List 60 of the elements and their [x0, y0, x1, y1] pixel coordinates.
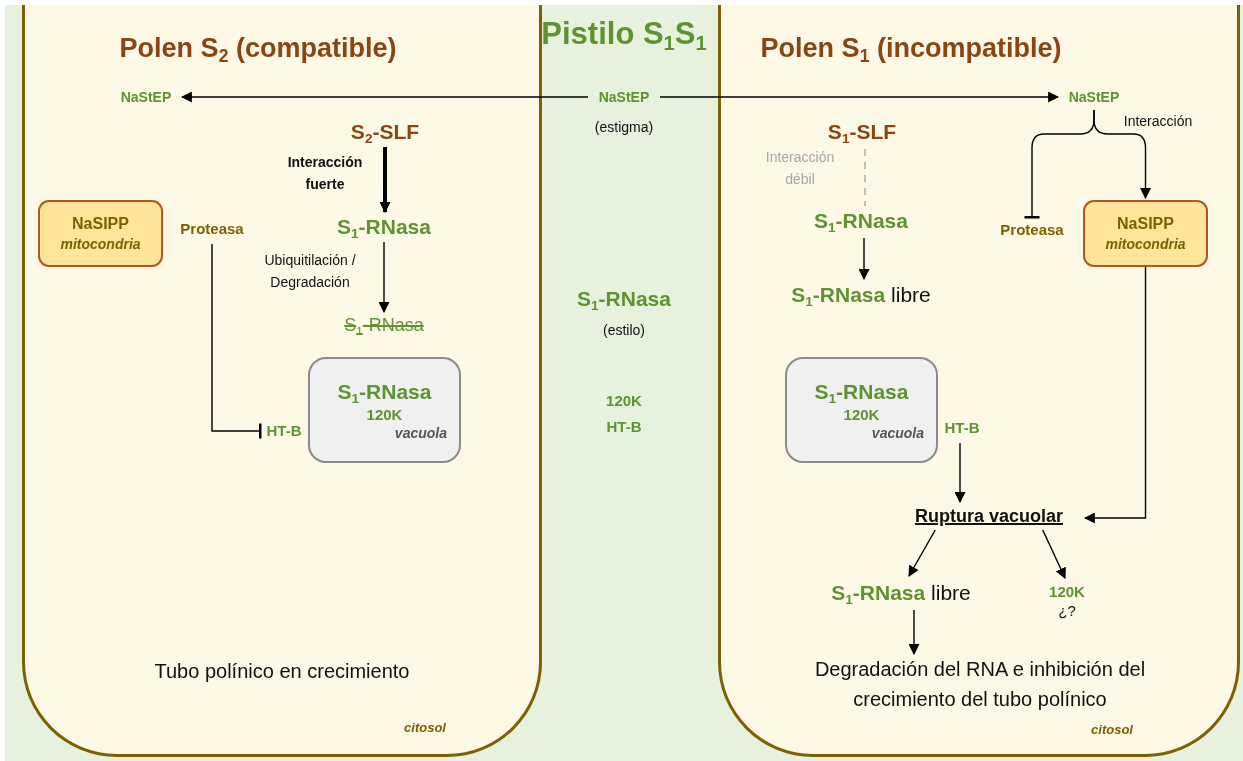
compartment-label: citosol — [1091, 722, 1133, 737]
protein-label: S$_{1}$-RNasa — [337, 378, 432, 405]
arrow — [908, 529, 936, 577]
panel-heading: Polen S$_{1}$ (incompatible) — [760, 33, 1062, 64]
protein-label: 120K — [366, 404, 403, 425]
arrow — [1093, 109, 1151, 200]
protein-label: S$_{2}$-SLF — [333, 117, 437, 147]
question-mark: ¿? — [1058, 601, 1076, 621]
organelle-label: vacuola — [394, 424, 447, 443]
protein-label: S$_{1}$-RNasa libre — [768, 279, 954, 311]
organelle-label: mitocondria — [1105, 234, 1186, 253]
outcome-text: Degradación del RNA e inhibición del crecimiento del tubo polínico — [770, 654, 1190, 716]
outcome-text: Tubo polínico en crecimiento — [154, 660, 410, 683]
arrow — [180, 91, 589, 103]
organelle-box — [38, 200, 163, 267]
protein-label: S$_{1}$-SLF — [810, 117, 914, 147]
arrow — [1042, 529, 1066, 579]
protein-label: 120K — [843, 404, 880, 425]
protein-label: Proteasa — [991, 219, 1073, 241]
edge-label: Interacción fuerte — [286, 153, 364, 194]
edge-label: Ubiquitilación / Degradación — [263, 251, 357, 292]
process-label: Ruptura vacuolar — [893, 502, 1085, 530]
protein-label: Proteasa — [172, 218, 252, 240]
arrow — [378, 241, 390, 314]
protein-label: S$_{1}$-RNasa — [797, 206, 925, 236]
protein-label: NaStEP — [1058, 86, 1130, 108]
vacuole-box — [785, 357, 938, 463]
compartment-label: citosol — [404, 720, 446, 735]
protein-label: NaSIPP — [72, 214, 129, 234]
protein-label: NaStEP — [110, 86, 182, 108]
pollen-tube-panel — [22, 5, 542, 757]
protein-label: NaStEP — [588, 86, 660, 108]
arrow — [659, 91, 1060, 103]
protein-label: NaSIPP — [1117, 214, 1174, 234]
protein-label: S$_{1}$-RNasa — [320, 212, 448, 242]
edge-label: Interacción débil — [764, 148, 836, 189]
arrow — [954, 442, 966, 504]
inhibition-line — [211, 243, 262, 439]
protein-label: S$_{1}$-RNasa — [560, 284, 688, 314]
edge-label: Interacción — [1122, 112, 1194, 131]
node-caption: (estilo) — [603, 322, 645, 338]
protein-label: 120K — [1049, 581, 1085, 601]
protein-label: HT-B — [606, 418, 642, 435]
protein-label: S$_{1}$-RNasa libre — [808, 576, 994, 610]
connector-line — [864, 148, 866, 207]
organelle-box — [1083, 200, 1208, 267]
vacuole-box — [308, 357, 461, 463]
arrow — [1083, 266, 1147, 524]
arrow — [908, 609, 920, 656]
protein-label: S$_{1}$-RNasa — [814, 378, 909, 405]
pollen-tube-panel — [718, 5, 1240, 757]
arrow — [858, 237, 870, 281]
protein-label: S$_{1}$-RNasa — [327, 312, 441, 338]
organelle-label: mitocondria — [60, 234, 141, 253]
panel-heading: Polen S$_{2}$ (compatible) — [119, 33, 397, 64]
arrow — [379, 147, 391, 214]
diagram-title: Pistilo S$_{1}$S$_{1}$ — [541, 16, 707, 52]
organelle-label: vacuola — [871, 424, 924, 443]
protein-label: 120K — [606, 392, 642, 409]
node-caption: (estigma) — [594, 119, 654, 135]
